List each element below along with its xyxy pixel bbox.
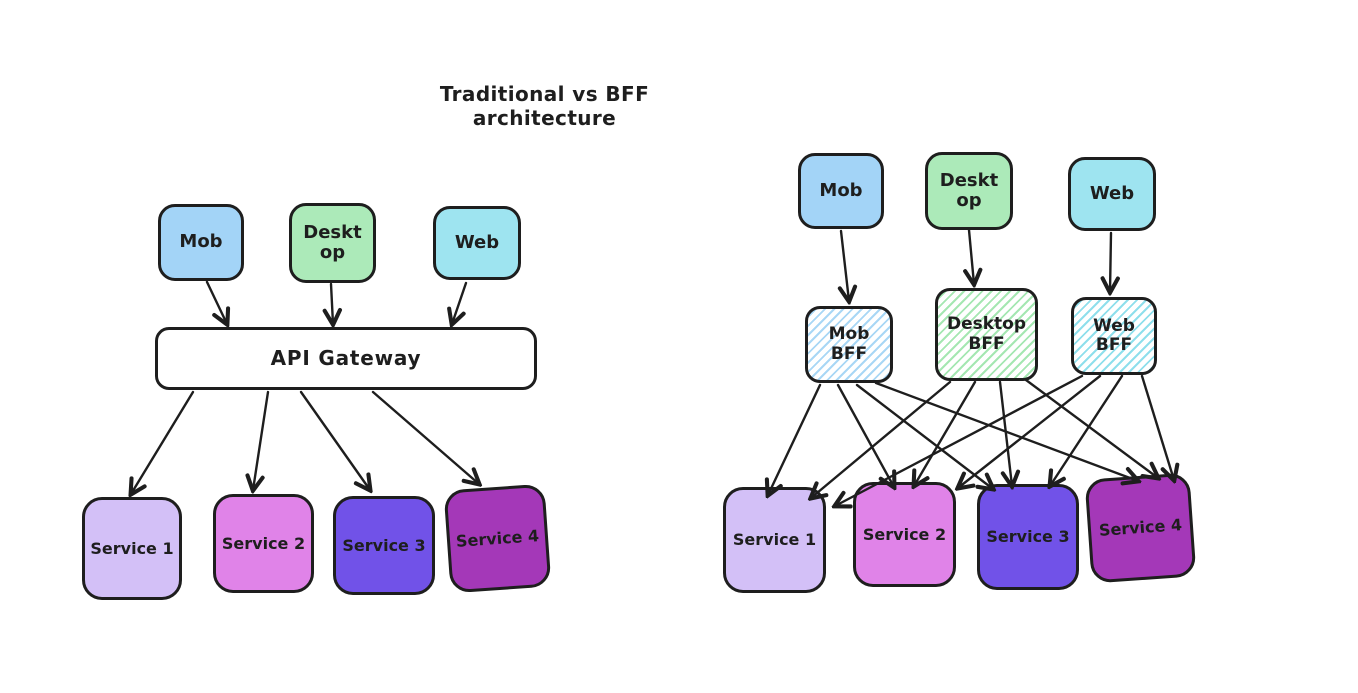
traditional-service-2-label: Service 2 bbox=[221, 533, 306, 553]
arrow-web-bff-to-service-3 bbox=[1050, 374, 1124, 486]
bff-client-web-label: Web bbox=[1089, 182, 1135, 204]
bff-service-2: Service 2 bbox=[853, 482, 956, 587]
traditional-client-web-label: Web bbox=[454, 231, 500, 253]
arrow-mob-to-gateway bbox=[205, 280, 227, 324]
bff-client-desktop-label: Deskt op bbox=[939, 169, 999, 211]
arrow-mob-to-mob-bff bbox=[841, 229, 849, 301]
arrow-mob-bff-to-service-3 bbox=[855, 383, 993, 489]
arrow-desktop-bff-to-service-2 bbox=[914, 380, 977, 486]
arrow-desktop-to-desktop-bff bbox=[969, 228, 974, 284]
bff-service-1: Service 1 bbox=[723, 487, 826, 593]
arrow-gateway-to-service-3 bbox=[299, 390, 370, 490]
arrow-desktop-to-gateway bbox=[331, 282, 333, 324]
arrow-desktop-bff-to-service-1 bbox=[811, 380, 952, 498]
web-bff-label: Web BFF bbox=[1093, 315, 1135, 355]
web-bff: Web BFF bbox=[1071, 297, 1157, 375]
api-gateway: API Gateway bbox=[155, 327, 537, 390]
traditional-client-web: Web bbox=[433, 206, 521, 280]
traditional-service-1-label: Service 1 bbox=[90, 538, 174, 558]
desktop-bff-label: Desktop BFF bbox=[946, 314, 1027, 354]
bff-service-4-label: Service 4 bbox=[1098, 515, 1183, 540]
arrow-gateway-to-service-2 bbox=[253, 390, 270, 490]
traditional-service-3: Service 3 bbox=[333, 496, 435, 595]
api-gateway-label: API Gateway bbox=[270, 346, 422, 371]
arrow-web-to-gateway bbox=[452, 281, 468, 324]
arrow-web-bff-to-service-2 bbox=[958, 374, 1102, 488]
bff-service-3-label: Service 3 bbox=[986, 527, 1070, 547]
traditional-service-4-label: Service 4 bbox=[455, 525, 540, 551]
mob-bff: Mob BFF bbox=[805, 306, 893, 383]
bff-service-1-label: Service 1 bbox=[732, 530, 817, 550]
diagram-title: Traditional vs BFF architecture bbox=[439, 82, 650, 130]
traditional-client-desktop: Deskt op bbox=[289, 203, 376, 283]
desktop-bff: Desktop BFF bbox=[935, 288, 1038, 381]
arrow-mob-bff-to-service-1 bbox=[768, 383, 822, 495]
traditional-service-1: Service 1 bbox=[82, 497, 182, 600]
bff-service-3: Service 3 bbox=[977, 484, 1079, 590]
arrow-desktop-bff-to-service-4 bbox=[1024, 378, 1158, 478]
mob-bff-label: Mob BFF bbox=[828, 324, 870, 364]
arrow-mob-bff-to-service-4 bbox=[874, 381, 1138, 481]
traditional-client-mob: Mob bbox=[158, 204, 244, 281]
bff-service-4: Service 4 bbox=[1084, 472, 1197, 584]
bff-service-2-label: Service 2 bbox=[862, 524, 947, 544]
arrow-mob-bff-to-service-2 bbox=[836, 383, 894, 487]
bff-client-mob: Mob bbox=[798, 153, 884, 229]
traditional-client-desktop-label: Deskt op bbox=[303, 221, 362, 263]
bff-client-desktop: Deskt op bbox=[925, 152, 1013, 230]
arrow-gateway-to-service-1 bbox=[131, 390, 195, 494]
bff-client-mob-label: Mob bbox=[819, 179, 863, 201]
arrow-gateway-to-service-4 bbox=[371, 390, 479, 484]
arrow-desktop-bff-to-service-3 bbox=[998, 380, 1012, 486]
bff-client-web: Web bbox=[1068, 157, 1156, 231]
arrow-web-bff-to-service-4 bbox=[1140, 374, 1174, 480]
traditional-service-4: Service 4 bbox=[443, 483, 552, 594]
traditional-service-2: Service 2 bbox=[213, 494, 314, 593]
arrow-web-to-web-bff bbox=[1110, 231, 1111, 292]
traditional-client-mob-label: Mob bbox=[179, 231, 223, 253]
traditional-service-3-label: Service 3 bbox=[342, 535, 426, 555]
